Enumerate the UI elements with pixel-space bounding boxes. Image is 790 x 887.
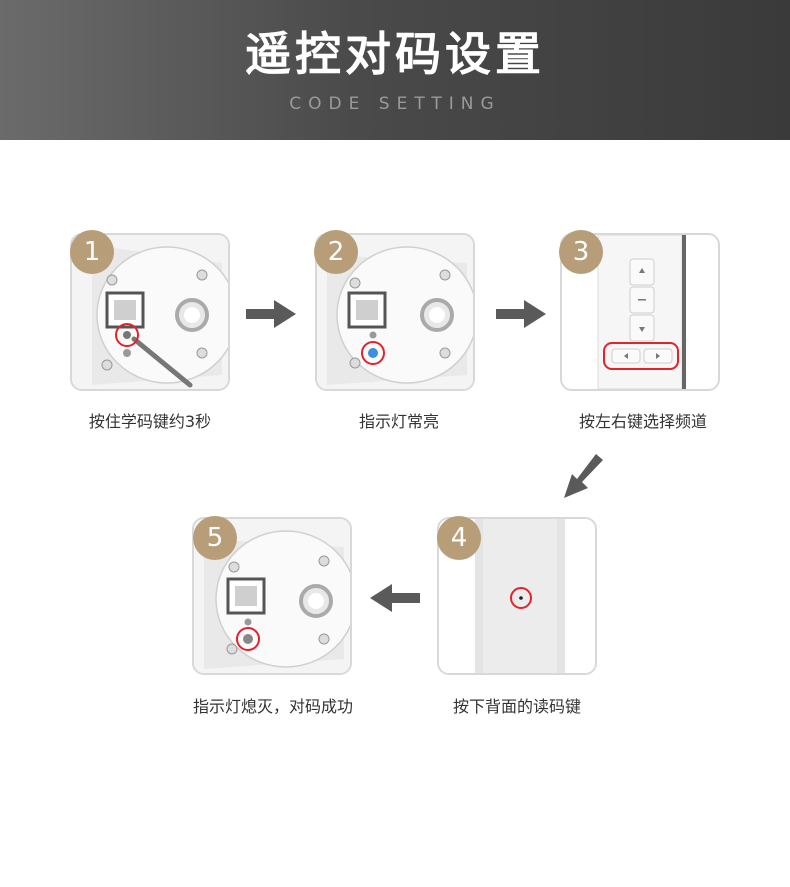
step-1-caption: 按住学码键约3秒 [88, 412, 212, 431]
step-4 [437, 517, 597, 675]
step-2-caption: 指示灯常亮 [358, 412, 439, 431]
step-4-caption: 按下背面的读码键 [452, 697, 581, 716]
remote-control-back-illustration [439, 519, 595, 673]
arrow-right-icon [496, 300, 546, 328]
step-2 [315, 233, 475, 391]
arrow-down-left-icon [564, 454, 603, 498]
step-2-card [315, 233, 475, 391]
arrow-left-icon [370, 584, 420, 612]
step-3-caption: 按左右键选择频道 [578, 412, 707, 431]
step-5-card [192, 517, 352, 675]
header-banner: 遥控对码设置 CODE SETTING [0, 0, 790, 140]
page-title: 遥控对码设置 [245, 27, 545, 81]
step-4-card [437, 517, 597, 675]
step-5-caption: 指示灯熄灭，对码成功 [192, 697, 353, 716]
step-4-badge: 4 [437, 516, 481, 560]
motor-head-indicator-off-illustration [194, 519, 350, 673]
step-5-badge: 5 [193, 516, 237, 560]
page-subtitle: CODE SETTING [289, 94, 501, 114]
step-3-badge: 3 [559, 230, 603, 274]
arrow-right-icon [246, 300, 296, 328]
step-2-badge: 2 [314, 230, 358, 274]
step-1-badge: 1 [70, 230, 114, 274]
step-5 [192, 517, 352, 675]
